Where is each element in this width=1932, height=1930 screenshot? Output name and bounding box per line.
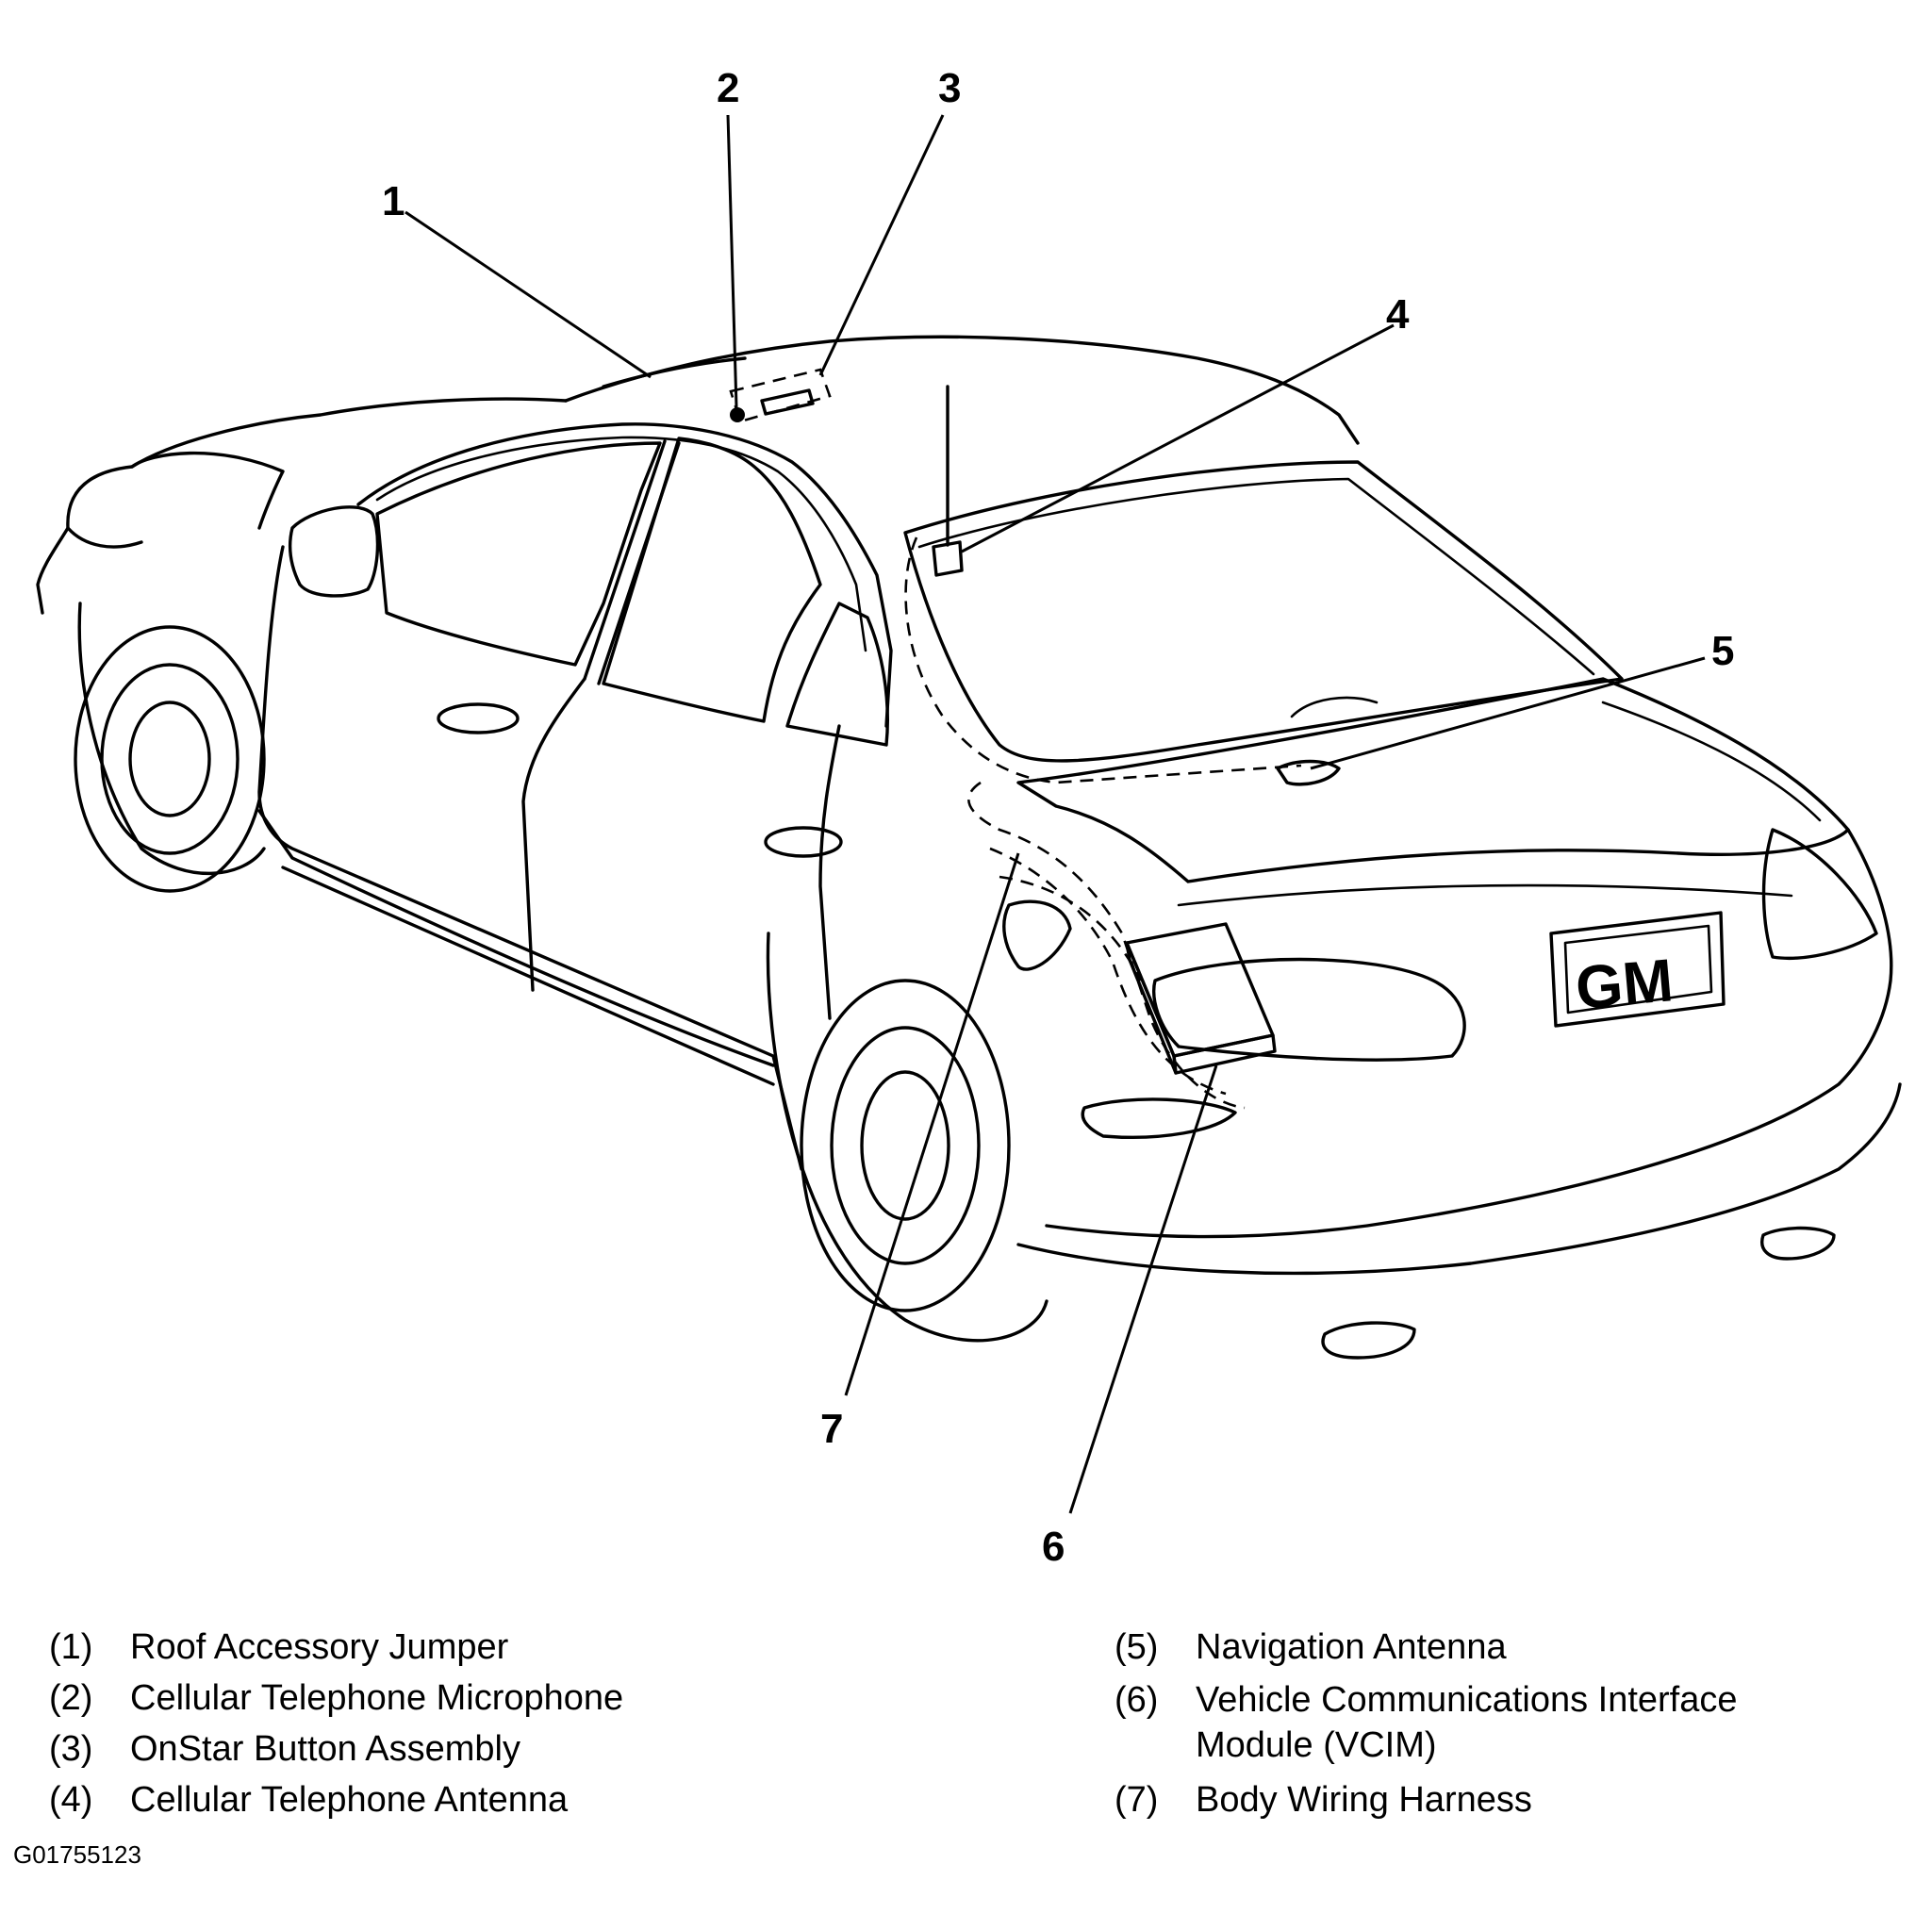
cellular-antenna [932,385,964,577]
car-rear-door-handle [764,826,843,858]
legend-number: (3) [49,1729,93,1769]
car-body-side [257,545,803,1171]
car-trunk-lid [1016,677,1850,883]
car-quarter-window [785,602,889,747]
license-plate-text: GM [1573,946,1676,1022]
legend-number: (5) [1115,1627,1159,1667]
onstar-button-assembly [729,368,832,423]
car-rear-fascia [1045,828,1893,1239]
legend-label: OnStar Button Assembly [130,1729,520,1769]
body-wiring-harness-branch [999,875,1143,981]
car-spoiler [1290,696,1822,822]
car-roof [564,335,1360,445]
legend-number: (2) [49,1678,93,1718]
legend-label: Cellular Telephone Antenna [130,1780,569,1820]
leader-line-6 [1068,1064,1218,1514]
roof-accessory-jumper [602,356,747,388]
leader-line-7 [844,852,1020,1396]
license-plate: GM [1549,911,1726,1028]
callout-4: 4 [1386,291,1410,338]
car-exhaust-right [1760,1226,1836,1261]
legend-number: (4) [49,1780,93,1820]
callout-3: 3 [938,65,961,111]
callout-5: 5 [1711,628,1734,674]
car-front-wheel [74,602,266,893]
legend-number: (6) [1115,1680,1159,1720]
car-right-taillight [1761,828,1878,960]
leader-line-3 [818,114,945,376]
car-rear-windshield [903,460,1624,763]
callout-6: 6 [1042,1524,1065,1570]
callout-1: 1 [382,178,405,224]
legend-label: Module (VCIM) [1196,1725,1437,1765]
legend-label: Navigation Antenna [1196,1627,1507,1667]
leader-line-5 [1310,656,1706,770]
leader-line-4 [961,323,1395,553]
car-front-bumper [66,451,285,549]
legend-number: (7) [1115,1780,1159,1820]
car-door-seam [521,677,586,992]
car-front-door-handle [437,702,520,734]
car-rear-window-side [602,437,822,723]
car-window-frame [356,422,893,728]
car-front-window [375,441,662,667]
vcim-module [1125,922,1277,1075]
legend-label: Roof Accessory Jumper [130,1627,509,1667]
navigation-antenna [1276,759,1341,786]
legend-number: (1) [49,1627,93,1667]
car-hood [36,397,568,615]
car-rear-windshield-inner [917,477,1595,676]
callout-7: 7 [820,1406,843,1452]
leader-line-1 [405,210,652,379]
car-bumper-lower [1016,1082,1902,1276]
car-b-pillar [583,439,681,685]
car-window-frame-inner [375,436,867,652]
car-side-mirror [288,505,380,598]
legend-label: Vehicle Communications Interface [1196,1680,1738,1720]
legend-label: Cellular Telephone Microphone [130,1678,624,1718]
car-rear-door-edge [818,724,841,1020]
car-rear-wheel [766,932,1049,1343]
leader-line-2 [726,114,738,408]
leader-lines [405,114,1706,1514]
figure-id: G01755123 [13,1840,141,1869]
callout-2: 2 [717,65,739,111]
car-illustration: GM [36,335,1902,1360]
car-exhaust-left [1321,1321,1416,1360]
car-rocker [257,809,775,1086]
car-rear-marker [1081,1097,1237,1139]
body-wiring-harness [904,536,1302,1110]
onstar-button [760,388,815,416]
car-left-taillight [1152,957,1466,1062]
car-trunk-body-line [1177,883,1793,907]
legend-label: Body Wiring Harness [1196,1780,1532,1820]
car-side-reflector [1002,899,1072,971]
callout-numbers: 1 2 3 4 5 6 7 [382,65,1734,1570]
vehicle-diagram: GM 1 2 [36,65,1902,1570]
